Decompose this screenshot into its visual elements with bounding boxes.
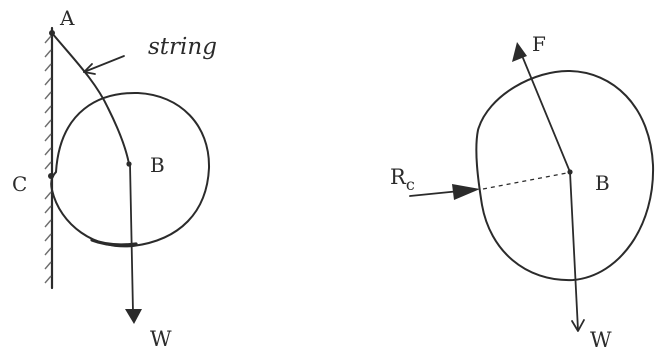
string-line (51, 32, 130, 165)
wall-hatching (44, 35, 52, 284)
label-w-left: W (150, 327, 172, 351)
reaction-line-of-action (482, 172, 568, 190)
label-c: C (12, 172, 27, 196)
right-figure: F Rc B W (390, 32, 655, 352)
point-c-dot (48, 173, 54, 179)
sphere-outline-right (475, 69, 655, 282)
label-rc-subscript: c (406, 175, 415, 194)
label-w-right: W (590, 328, 612, 352)
label-rc-main: R (390, 165, 407, 189)
string-pointer-arrowhead (83, 63, 96, 75)
force-f-line (522, 57, 571, 173)
label-a: A (59, 6, 75, 30)
sphere-bottom-shading (90, 238, 138, 247)
left-figure: A B C string W (12, 6, 217, 351)
point-a-dot (49, 30, 55, 36)
force-f-arrowhead (512, 42, 527, 62)
weight-arrowhead-right (571, 319, 585, 332)
label-rc: Rc (390, 165, 415, 194)
sphere-outline (50, 91, 211, 248)
label-f: F (532, 32, 546, 56)
weight-arrowhead-left (125, 309, 142, 324)
reaction-arrowhead (452, 184, 480, 200)
string-pointer-line (83, 55, 125, 73)
label-string: string (148, 34, 217, 60)
weight-arrow-line-left (129, 163, 134, 313)
label-b-right: B (595, 171, 610, 195)
label-b-left: B (150, 153, 165, 177)
wall (44, 26, 54, 290)
weight-arrow-line-right (569, 171, 579, 331)
